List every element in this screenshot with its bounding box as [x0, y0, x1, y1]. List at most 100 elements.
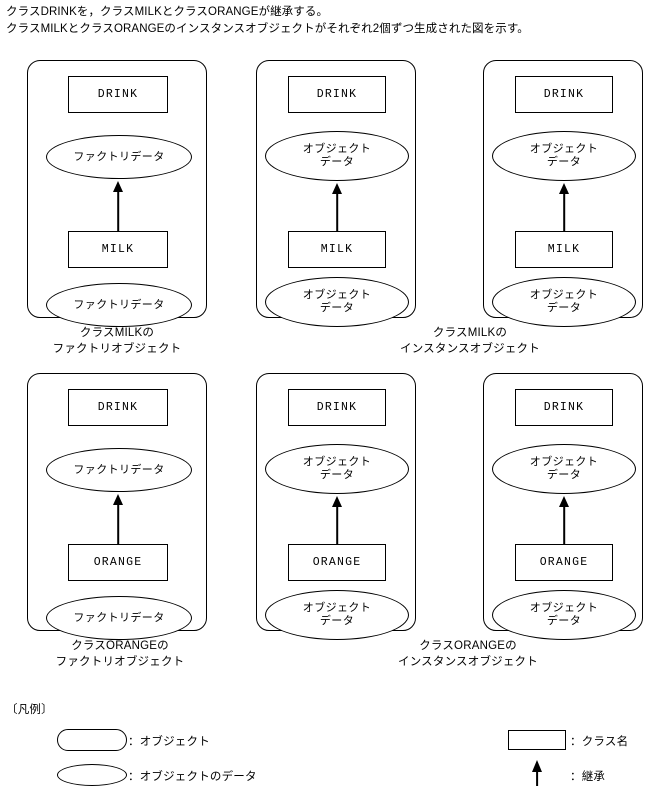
arrow-shaft [336, 502, 338, 544]
caption-milk-instance: クラスMILKの インスタンスオブジェクト [370, 325, 570, 357]
data-ellipse-sub: オブジェクト データ [265, 590, 409, 640]
caption-line-2: インスタンスオブジェクト [400, 343, 540, 355]
panel-milk-instance-1: DRINK オブジェクト データ MILK オブジェクト データ [256, 60, 416, 327]
data-ellipse-line-1: オブジェクト [529, 143, 599, 155]
legend-object-shape-icon [57, 729, 127, 751]
caption-orange-instance: クラスORANGEの インスタンスオブジェクト [363, 638, 573, 670]
class-box-label: ORANGE [539, 556, 589, 569]
caption-line-2: ファクトリオブジェクト [52, 343, 182, 355]
class-box-label: MILK [547, 243, 581, 256]
inheritance-arrow [108, 494, 128, 544]
data-ellipse-line-1: オブジェクト [302, 143, 372, 155]
class-box-label: ORANGE [312, 556, 362, 569]
data-ellipse-label: ファクトリデータ [73, 463, 165, 476]
class-box-sub: MILK [68, 231, 168, 268]
class-box-sub: ORANGE [68, 544, 168, 581]
data-ellipse-line-1: オブジェクト [529, 456, 599, 468]
caption-orange-factory: クラスORANGEの ファクトリオブジェクト [25, 638, 215, 670]
arrowhead-icon [113, 181, 123, 192]
class-box-label: DRINK [316, 401, 358, 414]
arrowhead-icon [332, 183, 342, 194]
data-ellipse-super: オブジェクト データ [265, 131, 409, 181]
class-box-drink: DRINK [68, 389, 168, 426]
data-ellipse-line-1: オブジェクト [302, 602, 372, 614]
data-ellipse-line-2: データ [546, 302, 582, 314]
data-ellipse-sub: ファクトリデータ [46, 596, 192, 640]
class-box-label: MILK [101, 243, 135, 256]
data-ellipse-line-1: オブジェクト [302, 289, 372, 301]
legend-inheritance-arrow-icon [527, 760, 547, 786]
legend-class-label: ：クラス名 [570, 736, 629, 748]
arrowhead-icon [559, 183, 569, 194]
data-ellipse-line-1: オブジェクト [529, 289, 599, 301]
data-ellipse-line-1: オブジェクト [529, 602, 599, 614]
class-box-sub: MILK [515, 231, 613, 268]
data-ellipse-label: ファクトリデータ [73, 298, 165, 311]
legend-object-data-shape-icon [57, 764, 127, 786]
data-ellipse-line-2: データ [319, 302, 355, 314]
legend-object-data-label: ：オブジェクトのデータ [128, 771, 257, 783]
class-box-sub: ORANGE [288, 544, 386, 581]
data-ellipse-super: ファクトリデータ [46, 448, 192, 492]
data-ellipse-label: ファクトリデータ [73, 611, 165, 624]
legend-object-label: ：オブジェクト [128, 736, 210, 748]
intro-text: クラスDRINKを，クラスMILKとクラスORANGEが継承する。 クラスMIL… [6, 4, 656, 38]
caption-milk-factory: クラスMILKの ファクトリオブジェクト [27, 325, 207, 357]
class-box-label: DRINK [543, 401, 585, 414]
arrow-shaft [117, 500, 119, 544]
inheritance-arrow [327, 496, 347, 544]
data-ellipse-super: オブジェクト データ [492, 131, 636, 181]
arrow-shaft [563, 502, 565, 544]
arrowhead-icon [113, 494, 123, 505]
panel-milk-factory: DRINK ファクトリデータ MILK ファクトリデータ [27, 60, 207, 327]
class-box-label: DRINK [543, 88, 585, 101]
inheritance-arrow [554, 183, 574, 231]
data-ellipse-super: オブジェクト データ [492, 444, 636, 494]
arrow-shaft [117, 187, 119, 231]
class-box-drink: DRINK [288, 76, 386, 113]
data-ellipse-line-2: データ [546, 615, 582, 627]
caption-line-1: クラスORANGEの [419, 640, 517, 652]
data-ellipse-super: ファクトリデータ [46, 135, 192, 179]
class-box-label: DRINK [316, 88, 358, 101]
class-box-drink: DRINK [68, 76, 168, 113]
arrow-shaft [336, 189, 338, 231]
data-ellipse-sub: オブジェクト データ [492, 277, 636, 327]
intro-line-1: クラスDRINKを，クラスMILKとクラスORANGEが継承する。 [6, 6, 329, 18]
panel-orange-instance-2: DRINK オブジェクト データ ORANGE オブジェクト データ [483, 373, 643, 640]
intro-line-2: クラスMILKとクラスORANGEのインスタンスオブジェクトがそれぞれ2個ずつ生… [6, 23, 529, 35]
panel-orange-instance-1: DRINK オブジェクト データ ORANGE オブジェクト データ [256, 373, 416, 640]
caption-line-2: ファクトリオブジェクト [55, 656, 185, 668]
class-box-drink: DRINK [515, 389, 613, 426]
caption-line-1: クラスORANGEの [71, 640, 169, 652]
data-ellipse-sub: オブジェクト データ [492, 590, 636, 640]
inheritance-arrow [327, 183, 347, 231]
legend-inheritance-label: ：継承 [570, 771, 606, 783]
caption-line-1: クラスMILKの [432, 327, 508, 339]
caption-line-2: インスタンスオブジェクト [398, 656, 538, 668]
data-ellipse-line-2: データ [546, 156, 582, 168]
data-ellipse-line-2: データ [546, 469, 582, 481]
data-ellipse-line-2: データ [319, 469, 355, 481]
inheritance-arrow [108, 181, 128, 231]
data-ellipse-line-2: データ [319, 615, 355, 627]
data-ellipse-super: オブジェクト データ [265, 444, 409, 494]
class-box-label: DRINK [97, 88, 139, 101]
class-box-drink: DRINK [288, 389, 386, 426]
legend-class-shape-icon [508, 730, 566, 750]
inheritance-arrow [554, 496, 574, 544]
panel-orange-factory: DRINK ファクトリデータ ORANGE ファクトリデータ [27, 373, 207, 640]
arrow-shaft [563, 189, 565, 231]
data-ellipse-label: ファクトリデータ [73, 150, 165, 163]
class-box-label: DRINK [97, 401, 139, 414]
caption-line-1: クラスMILKの [79, 327, 155, 339]
data-ellipse-sub: オブジェクト データ [265, 277, 409, 327]
arrow-shaft [536, 766, 538, 786]
class-box-label: MILK [320, 243, 354, 256]
legend-title: 〔凡例〕 [6, 704, 53, 716]
class-box-label: ORANGE [93, 556, 143, 569]
panel-milk-instance-2: DRINK オブジェクト データ MILK オブジェクト データ [483, 60, 643, 327]
data-ellipse-line-2: データ [319, 156, 355, 168]
data-ellipse-sub: ファクトリデータ [46, 283, 192, 327]
class-box-drink: DRINK [515, 76, 613, 113]
